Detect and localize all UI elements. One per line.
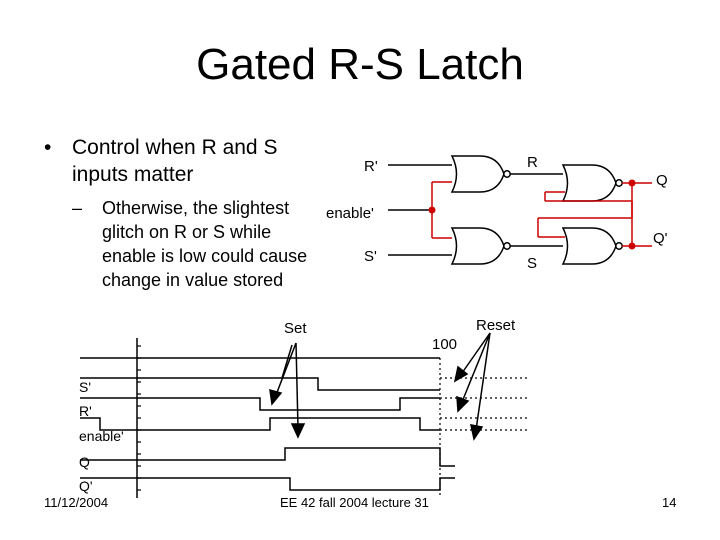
bullet-dot-icon: •: [44, 136, 52, 159]
bullet-text: Control when R and S inputs matter: [72, 136, 278, 186]
nor-gate-2: [450, 227, 505, 265]
label-set: Set: [284, 320, 307, 337]
label-q-bar: Q': [653, 230, 668, 247]
trace-s-bar: [80, 377, 440, 391]
slide-title: Gated R-S Latch: [196, 40, 524, 89]
set-arrows: [269, 342, 306, 439]
label-enable-bar: enable': [326, 205, 374, 222]
footer-course: EE 42 fall 2004 lecture 31: [280, 495, 429, 510]
dash-icon: –: [72, 198, 83, 218]
signal-label-q: Q: [79, 454, 90, 470]
sub-bullet-text: Otherwise, the slightest glitch on R or …: [102, 198, 308, 290]
footer-date: 11/12/2004: [44, 495, 109, 510]
label-r: R: [527, 154, 538, 171]
q-junction-dot: [628, 179, 636, 187]
nor-gate-q: [561, 164, 617, 202]
trace-enable-bar: [80, 417, 440, 431]
signal-label-r-bar: R': [79, 403, 92, 419]
enable-junction-dot: [428, 206, 436, 214]
q-bar-junction-dot: [628, 242, 636, 250]
trace-q: [80, 447, 455, 467]
label-time-100: 100: [432, 336, 458, 353]
gate-circuit: [388, 155, 652, 265]
signal-label-enable-bar: enable': [79, 428, 124, 444]
label-s: S: [527, 255, 538, 272]
gate-q-bar-bubble: [615, 242, 623, 250]
signal-label-q-bar: Q': [79, 478, 93, 494]
trace-q-bar: [80, 477, 455, 491]
gate-q-bubble: [615, 179, 623, 187]
cross-coupling-wires: [537, 182, 652, 247]
footer-page-number: 14: [662, 495, 677, 510]
trace-r-bar: [80, 397, 440, 411]
signal-label-s-bar: S': [79, 379, 92, 395]
nor-gate-q-bar: [561, 227, 617, 265]
label-s-bar: S': [364, 248, 377, 265]
gate-1-bubble: [503, 170, 511, 178]
timing-diagram: [80, 338, 530, 498]
time-axis-ticks: [137, 345, 141, 491]
label-reset: Reset: [476, 317, 516, 334]
reset-arrows: [453, 332, 491, 441]
nor-gate-1: [450, 155, 505, 193]
label-q: Q: [656, 172, 668, 189]
gate-2-bubble: [503, 242, 511, 250]
label-r-bar: R': [364, 158, 378, 175]
reset-extension-dotted: [440, 377, 530, 431]
